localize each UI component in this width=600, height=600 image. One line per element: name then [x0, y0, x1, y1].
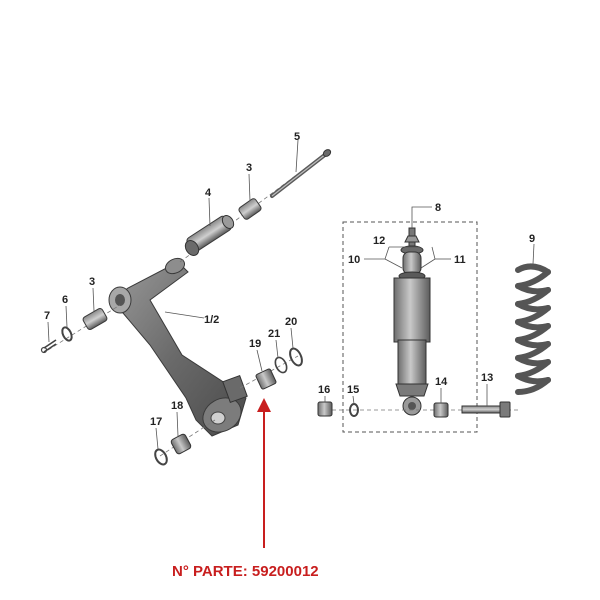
callout-4: 4: [205, 187, 212, 199]
part-4-bushing-assembly: [184, 197, 235, 256]
callout-6: 6: [62, 294, 68, 306]
callout-12: 12: [373, 235, 385, 247]
part-13-bolt: [461, 384, 511, 418]
callout-3-left: 3: [89, 276, 95, 288]
callout-14: 14: [435, 376, 448, 388]
part-7-pin: [40, 321, 57, 354]
highlight-arrow-head: [257, 398, 271, 412]
callout-18: 18: [171, 400, 183, 412]
callout-3-upper: 3: [246, 162, 252, 174]
part-16-nut: [317, 396, 333, 417]
leader-9: [532, 243, 535, 265]
part-8-shock-absorber: [393, 206, 432, 416]
shock-top-leaders: [364, 246, 451, 269]
shock-absorber-group-frame: [342, 221, 478, 433]
axis-line-lower: [159, 419, 216, 457]
arm-left-eye-bore: [115, 294, 125, 306]
callout-7: 7: [44, 310, 50, 322]
callout-11: 11: [454, 254, 466, 266]
callout-labels: 1/2 3 3 4 5 6 7 8 9 10 11 12 13 14 15 16…: [44, 131, 535, 428]
part-18-bushing: [170, 411, 192, 455]
part-5-long-bolt: [270, 139, 332, 198]
part-14-bushing: [433, 388, 449, 418]
axis-line-left: [47, 304, 121, 351]
part-19-nut: [255, 349, 277, 390]
arm-upper-boss: [164, 257, 186, 275]
callout-19: 19: [249, 338, 261, 350]
part-3-upper-bushing: [238, 173, 262, 220]
callout-10: 10: [348, 254, 360, 266]
callout-16: 16: [318, 384, 330, 396]
part-15-washer: [349, 395, 359, 417]
callout-17: 17: [150, 416, 162, 428]
suspension-arm-assembly: [108, 257, 248, 437]
callout-13: 13: [481, 372, 493, 384]
callout-20: 20: [285, 316, 297, 328]
part-3-left-bushing: [82, 287, 108, 330]
part-21-ring: [274, 339, 288, 374]
part-17-washer: [154, 427, 168, 466]
part-9-coil-spring: [515, 263, 551, 395]
callout-1-2: 1/2: [204, 314, 219, 326]
callout-9: 9: [529, 233, 535, 245]
arm-side-bracket: [222, 374, 248, 404]
part-number-highlight: N° PARTE: 59200012: [172, 398, 319, 580]
part-6-washer: [61, 305, 73, 342]
arm-lower-hub-bore: [210, 411, 226, 425]
callout-15: 15: [347, 384, 359, 396]
callout-21: 21: [268, 328, 280, 340]
callout-5: 5: [294, 131, 300, 143]
callout-8: 8: [435, 202, 441, 214]
part-number-label: N° PARTE: 59200012: [172, 563, 319, 580]
leader-1-2: [164, 311, 205, 319]
part-20-ring: [289, 327, 303, 367]
